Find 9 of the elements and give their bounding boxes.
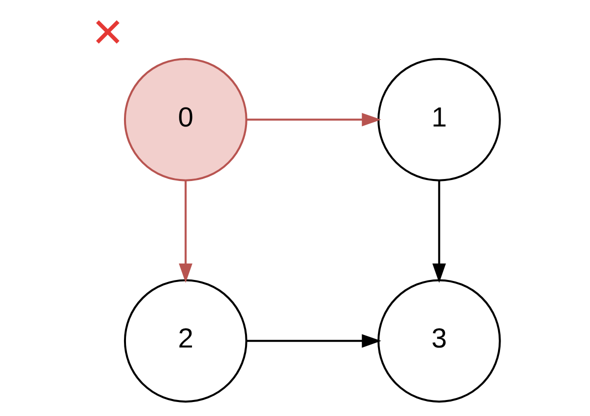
node-circle: 3	[376, 279, 500, 403]
node-circle: 2	[123, 279, 247, 403]
node-circle: 1	[376, 58, 500, 182]
node-circle: 0	[123, 58, 247, 182]
arrow	[178, 180, 192, 283]
arrow	[432, 180, 446, 283]
arrow	[246, 334, 381, 348]
node-label: ✕	[90, 11, 125, 56]
arrow	[246, 112, 381, 126]
